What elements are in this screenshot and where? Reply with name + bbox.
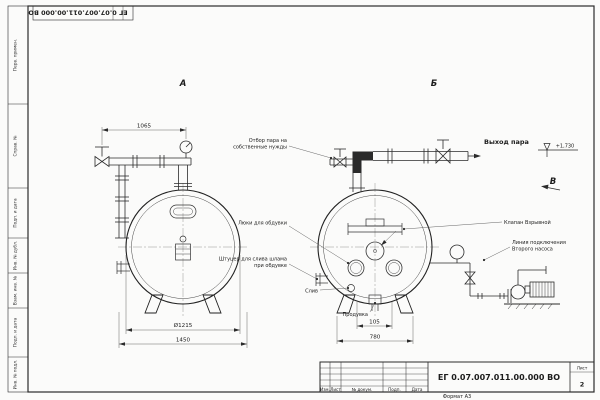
outer-border: [7, 5, 595, 393]
tb-col-date: Дата: [412, 387, 423, 392]
tb-col-list: Лист: [330, 387, 341, 392]
inner-frame: [27, 5, 595, 393]
title-block-code: ЕГ 0.07.007.011.00.000 ВО: [438, 373, 560, 382]
vessel-shell-inner-a: [131, 195, 235, 299]
manhole-a: [169, 204, 197, 219]
view-label-a: А: [179, 79, 187, 89]
margin-label-podp-data-2: Подп. и дата: [13, 318, 19, 348]
top-code-stamp: ЕГ 0.07.007.011.00.000 ВО: [28, 5, 134, 21]
label-blowdown: Продувка: [343, 312, 368, 318]
vessel-front-view-a: 1065 Ø1215 1450: [94, 124, 248, 348]
sheet-frame: [7, 5, 595, 393]
tb-col-doc: № докум.: [352, 387, 373, 392]
label-hatches: Люки для обдувки: [238, 221, 287, 227]
blow-hatches: [347, 259, 403, 277]
steam-piping-b: [329, 139, 481, 192]
dimension-arrows-a: [102, 128, 247, 346]
label-sludge-line1: Штуцер для слива шлама: [219, 257, 287, 263]
centerlines-b: [310, 183, 440, 318]
annotations: Отбор пара на собственные нужды Люки для…: [219, 138, 574, 318]
margin-label-podp-data-1: Подп. и дата: [13, 198, 19, 228]
view-direction-arrow: [541, 184, 561, 191]
level-mark: [538, 143, 578, 157]
center-fitting-a: [175, 235, 191, 261]
center-port-b: [365, 230, 397, 261]
pump-gauge-icon: [449, 244, 465, 260]
title-block-grid: [319, 361, 595, 393]
frame-margin-labels: Перв. примен. Справ. № Подп. и дата Инв.…: [13, 39, 19, 389]
steam-piping-a: [94, 140, 193, 239]
label-own-needs-line1: Отбор пара на: [249, 138, 287, 144]
pump-valve-icon: [464, 271, 476, 285]
legs-a: [144, 294, 222, 314]
valve-icon: [94, 155, 110, 168]
tb-col-sign: Подп.: [388, 387, 401, 392]
title-block: Изм. Лист № докум. Подп. Дата ЕГ 0.07.00…: [319, 361, 595, 393]
dimension-arrows-b: [337, 324, 413, 343]
legs-b: [336, 294, 414, 314]
pump-assembly: [430, 244, 560, 310]
margin-label-vzam-inv: Взам. инв. №: [13, 275, 19, 305]
outlet-valve-icon: [435, 148, 451, 164]
tb-col-izm: Изм.: [320, 387, 330, 392]
dim-top-pipe: 1065: [137, 124, 152, 130]
leader-lines: [288, 145, 511, 313]
label-sludge-line2: при обдувке: [254, 263, 287, 269]
margin-label-inv-podl: Инв. № подл.: [13, 360, 19, 390]
centerlines-a: [118, 183, 248, 318]
dim-legs: 780: [370, 335, 381, 341]
format-label: Формат А3: [443, 394, 471, 400]
margin-label-perv-primen: Перв. примен.: [13, 39, 19, 71]
inverted-code-text: ЕГ 0.07.007.011.00.000 ВО: [28, 9, 128, 17]
vessel-rear-view-b: 105 780: [310, 139, 578, 344]
dim-overall: 1450: [176, 338, 191, 344]
view-label-b: Б: [431, 79, 438, 89]
drain-fittings-b: [315, 273, 382, 311]
dim-diameter: Ø1215: [174, 322, 193, 329]
pump-body-icon: [510, 284, 526, 300]
label-pump-line1: Линия подключения: [512, 240, 566, 246]
pipe-elbow: [352, 151, 373, 173]
margin-label-inv-dubl: Инв. № дубл.: [13, 241, 19, 270]
sheet-cell-number: 2: [580, 381, 585, 389]
left-nozzle-a: [116, 261, 130, 274]
label-pump-line2: Второго насоса: [512, 247, 553, 253]
label-steam-out: Выход пара: [484, 138, 529, 146]
margin-label-sprav: Справ. №: [13, 135, 19, 156]
branch-valve-icon: [333, 156, 347, 168]
label-explosion-valve: Клапан Взрывной: [504, 219, 551, 226]
dimensions-a: [101, 127, 248, 348]
dim-bottom-small: 105: [369, 320, 380, 326]
view-label-direction: В: [550, 177, 556, 187]
sheet-cell-label: Лист: [577, 366, 588, 371]
explosion-valve: [347, 218, 403, 235]
label-level-mark: +1,730: [556, 144, 575, 150]
label-drain: Слив: [305, 289, 318, 295]
vessel-shell-inner-b: [323, 195, 427, 299]
vessel-shell-a: [125, 189, 241, 305]
label-own-needs-line2: собственные нужды: [233, 145, 287, 151]
